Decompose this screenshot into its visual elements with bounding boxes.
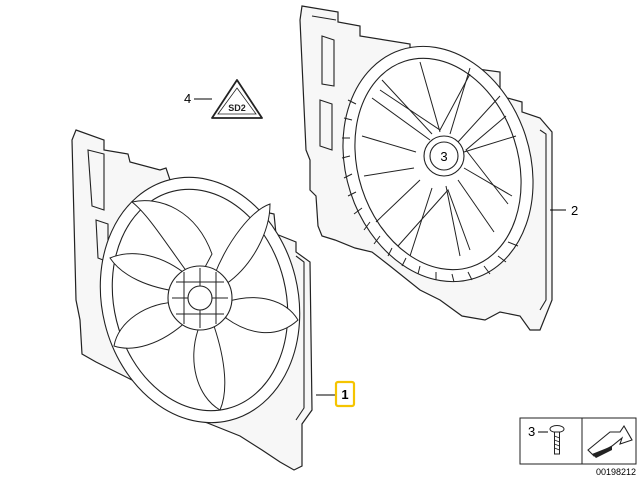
fastener-legend[interactable]: 3 00198212 xyxy=(519,417,637,477)
callout-2[interactable]: 2 xyxy=(550,203,578,218)
fan-assembly-part-1[interactable] xyxy=(71,129,325,471)
callout-4[interactable]: 4 xyxy=(184,91,212,106)
warning-sticker-part-4[interactable]: SD2 xyxy=(211,79,263,119)
sticker-label: SD2 xyxy=(228,103,246,113)
legend-callout-3: 3 xyxy=(528,424,535,439)
callout-3-center: 3 xyxy=(440,149,447,164)
callout-1[interactable]: 1 xyxy=(316,380,356,408)
callout-4-label: 4 xyxy=(184,91,191,106)
callout-1-label: 1 xyxy=(341,387,348,402)
reference-number: 00198212 xyxy=(596,467,636,477)
screw-icon xyxy=(549,425,565,455)
callout-1-highlight-box xyxy=(334,380,356,408)
fan-shroud-part-2[interactable]: 3 xyxy=(299,5,563,331)
callout-2-label: 2 xyxy=(571,203,578,218)
arrow-icon xyxy=(587,424,633,458)
